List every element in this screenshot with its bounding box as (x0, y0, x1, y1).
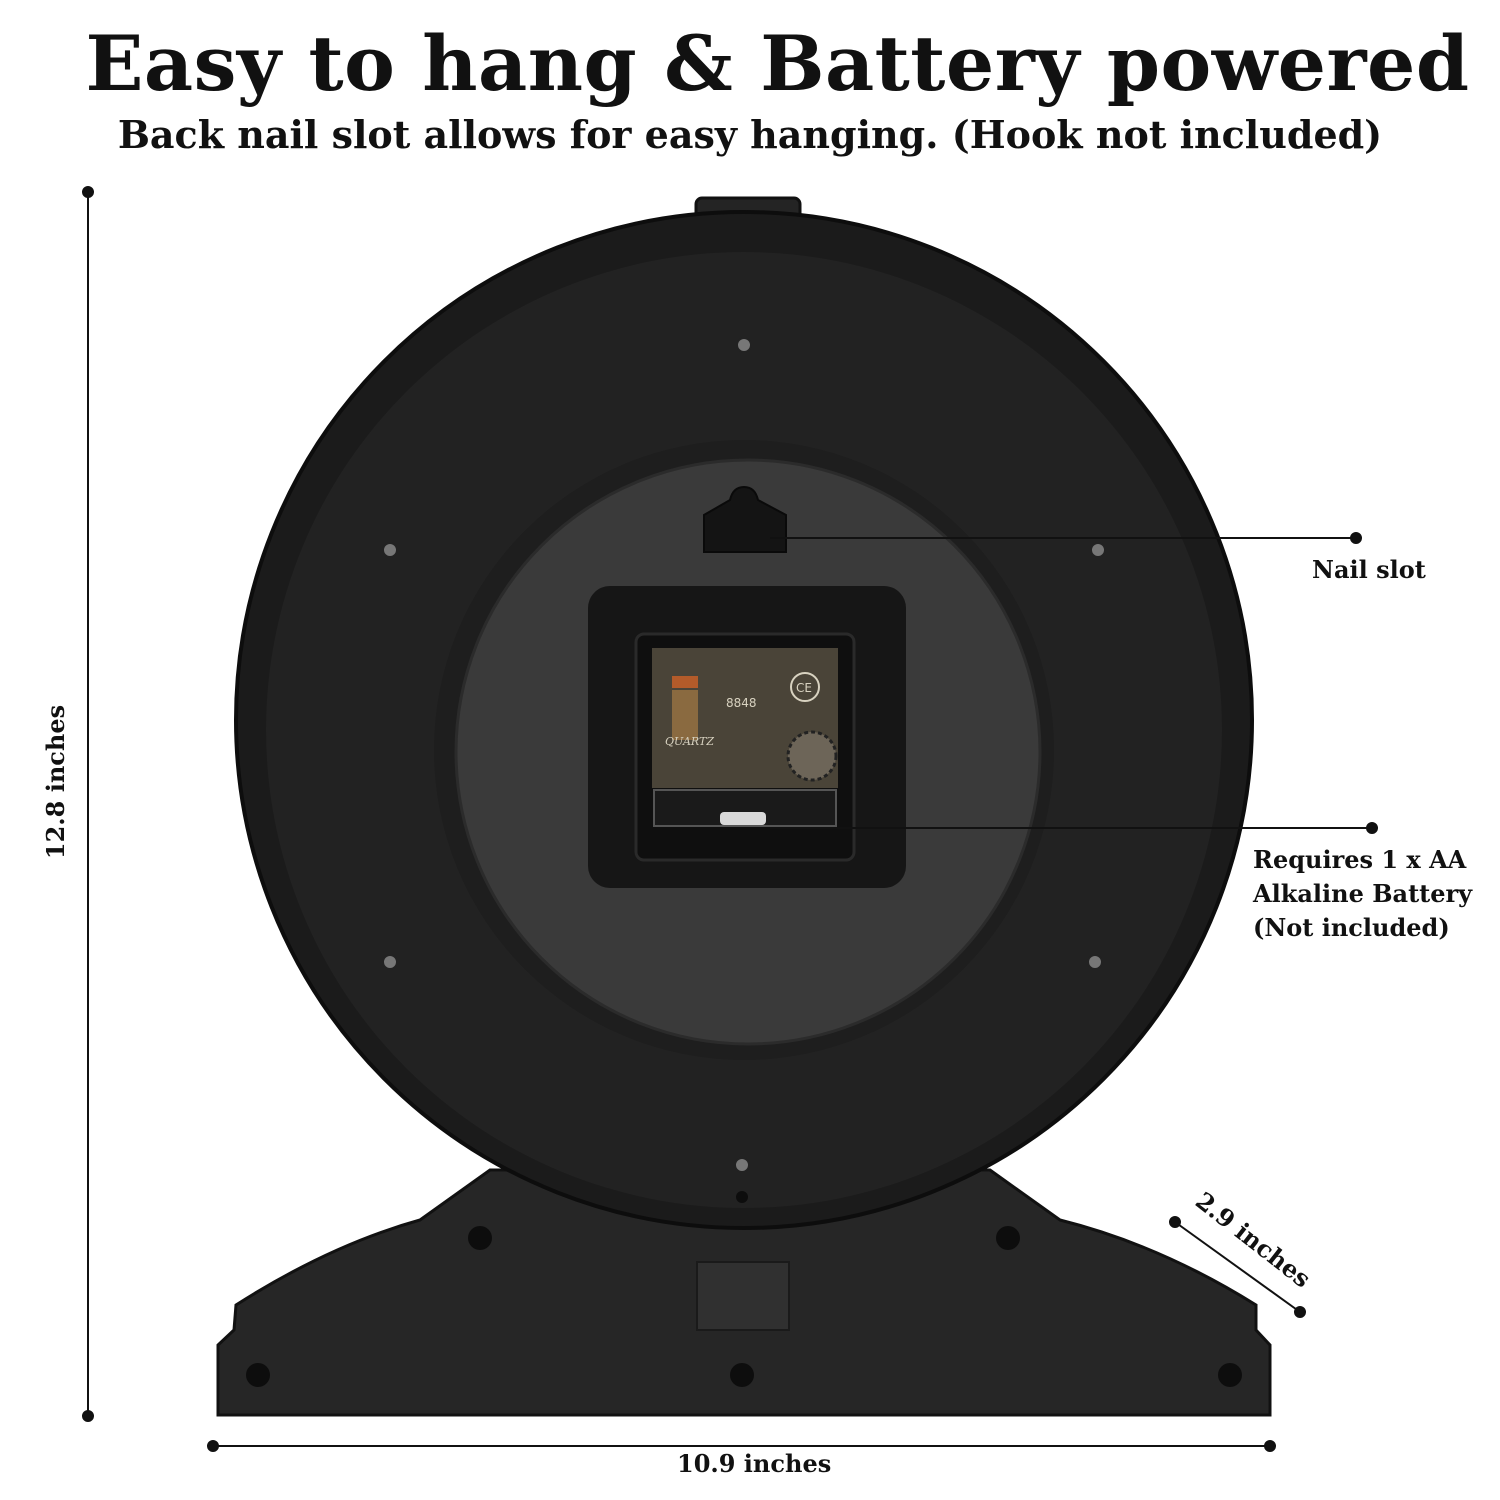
height-dimension-line (82, 186, 94, 1422)
nail-slot (703, 485, 787, 553)
height-dimension-label: 12.8 inches (41, 704, 70, 860)
base-hole-icon (246, 1191, 1242, 1387)
battery-label-line-3: (Not included) (1253, 913, 1450, 942)
movement-quartz-text: QUARTZ (665, 735, 714, 748)
base-label-plate (696, 1261, 790, 1331)
width-dimension-line (207, 1440, 1276, 1452)
battery-label-line-1: Requires 1 x AA (1253, 845, 1467, 874)
headline: Easy to hang & Battery powered (85, 19, 1470, 108)
battery-label: Requires 1 x AA Alkaline Battery (Not in… (1253, 843, 1472, 945)
ce-mark: CE (796, 681, 812, 695)
screw-icon (382, 337, 1106, 1173)
subheadline: Back nail slot allows for easy hanging. … (117, 112, 1383, 157)
movement-model-text: 8848 (726, 696, 757, 710)
nail-slot-label: Nail slot (1312, 555, 1426, 584)
width-dimension-label: 10.9 inches (677, 1449, 832, 1478)
battery-callout-line (770, 822, 1378, 834)
depth-dimension-line (1169, 1216, 1306, 1318)
battery-label-line-2: Alkaline Battery (1253, 879, 1473, 908)
battery-slot (653, 789, 837, 827)
nail-slot-callout-line (770, 532, 1362, 544)
time-set-wheel-icon (786, 730, 838, 782)
